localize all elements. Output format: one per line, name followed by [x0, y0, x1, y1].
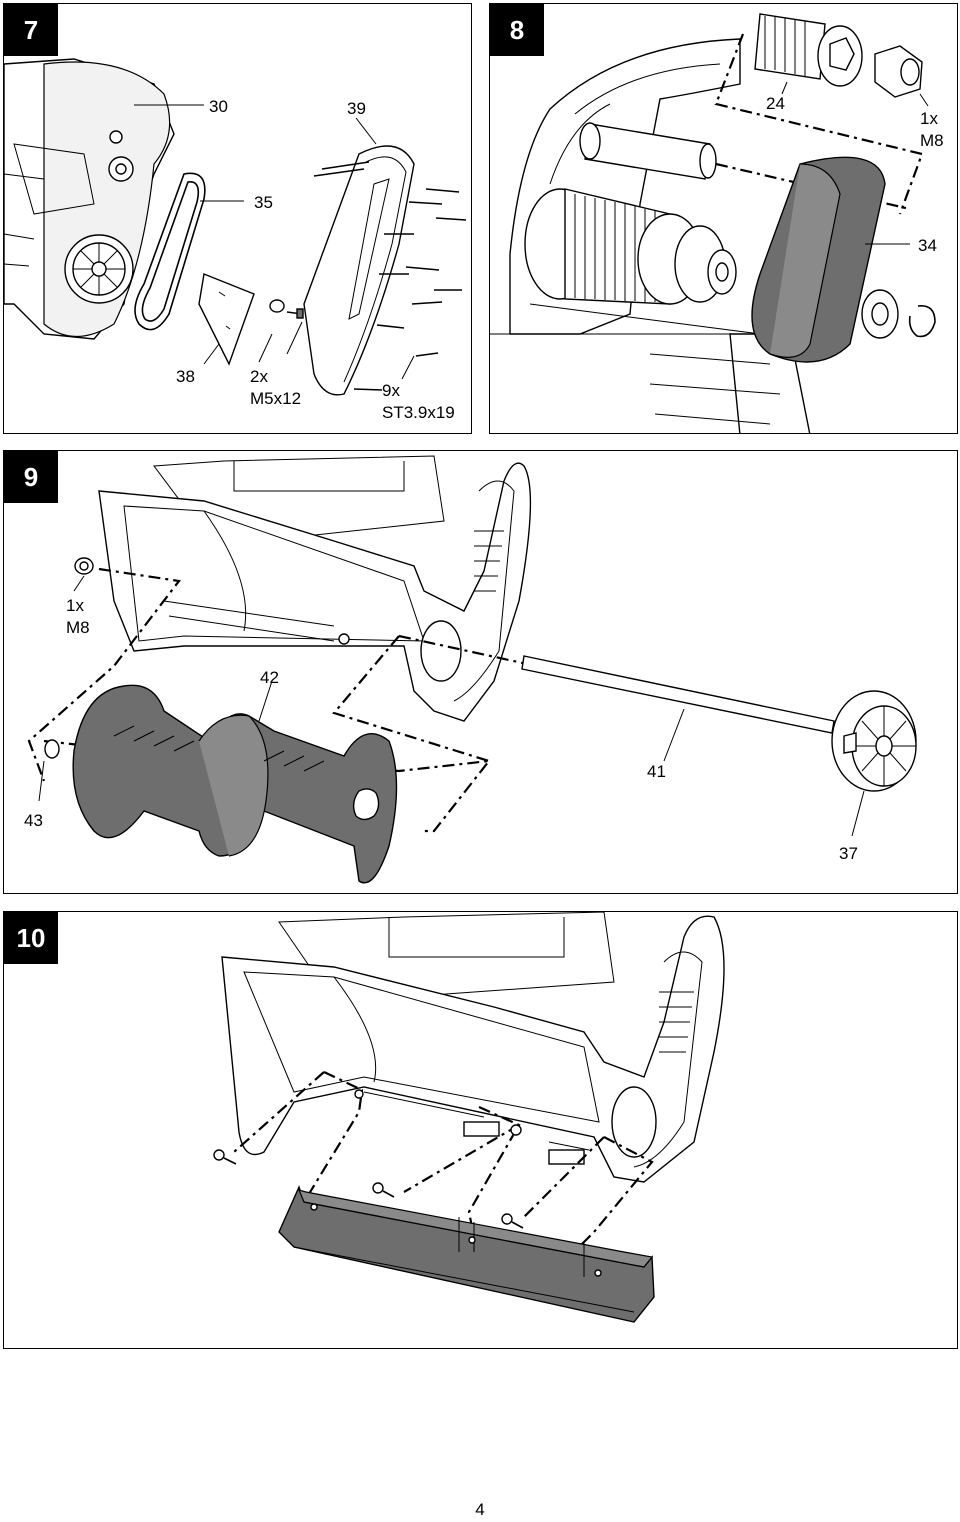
step-9-panel: 9 [3, 450, 958, 894]
scraper-blade [278, 1185, 655, 1323]
part-label-38: 38 [176, 367, 195, 386]
part-label-24: 24 [766, 94, 785, 113]
screw-label-m5x12: M5x12 [250, 389, 301, 408]
qty-label-m8: 1x [66, 596, 84, 615]
qty-label-st3.9x19: 9x [382, 381, 400, 400]
step-10-number: 10 [4, 912, 58, 964]
step-8-panel: 8 24 1x M8 [489, 3, 958, 434]
part-label-35: 35 [254, 193, 273, 212]
nut-label-m8: M8 [920, 131, 944, 150]
auger-42 [72, 684, 398, 884]
step-7-panel: 7 30 35 39 [3, 3, 472, 434]
part-label-43: 43 [24, 811, 43, 830]
part-label-42: 42 [260, 668, 279, 687]
page-number: 4 [475, 1500, 485, 1519]
qty-label-m5x12: 2x [250, 367, 268, 386]
qty-label-m8: 1x [920, 109, 938, 128]
step-7-illustration: 30 35 39 38 2x M5x12 9x ST3.9x19 [4, 58, 467, 422]
part-label-34: 34 [918, 236, 937, 255]
part-label-39: 39 [347, 99, 366, 118]
step-9-number: 9 [4, 451, 58, 503]
part-label-30: 30 [209, 97, 228, 116]
step-8-number: 8 [490, 4, 544, 56]
step-10-panel: 10 [3, 911, 958, 1349]
step-8-illustration: 24 1x M8 34 [490, 13, 944, 433]
part-label-41: 41 [647, 762, 666, 781]
nut-label-m8: M8 [66, 618, 90, 637]
step-7-number: 7 [4, 4, 58, 56]
screws-st3.9x19 [353, 188, 467, 391]
part-label-37: 37 [839, 844, 858, 863]
step-10-illustration [213, 912, 725, 1323]
step-9-illustration: 1x M8 42 43 41 37 [24, 455, 917, 884]
screw-label-st3.9x19: ST3.9x19 [382, 403, 455, 422]
